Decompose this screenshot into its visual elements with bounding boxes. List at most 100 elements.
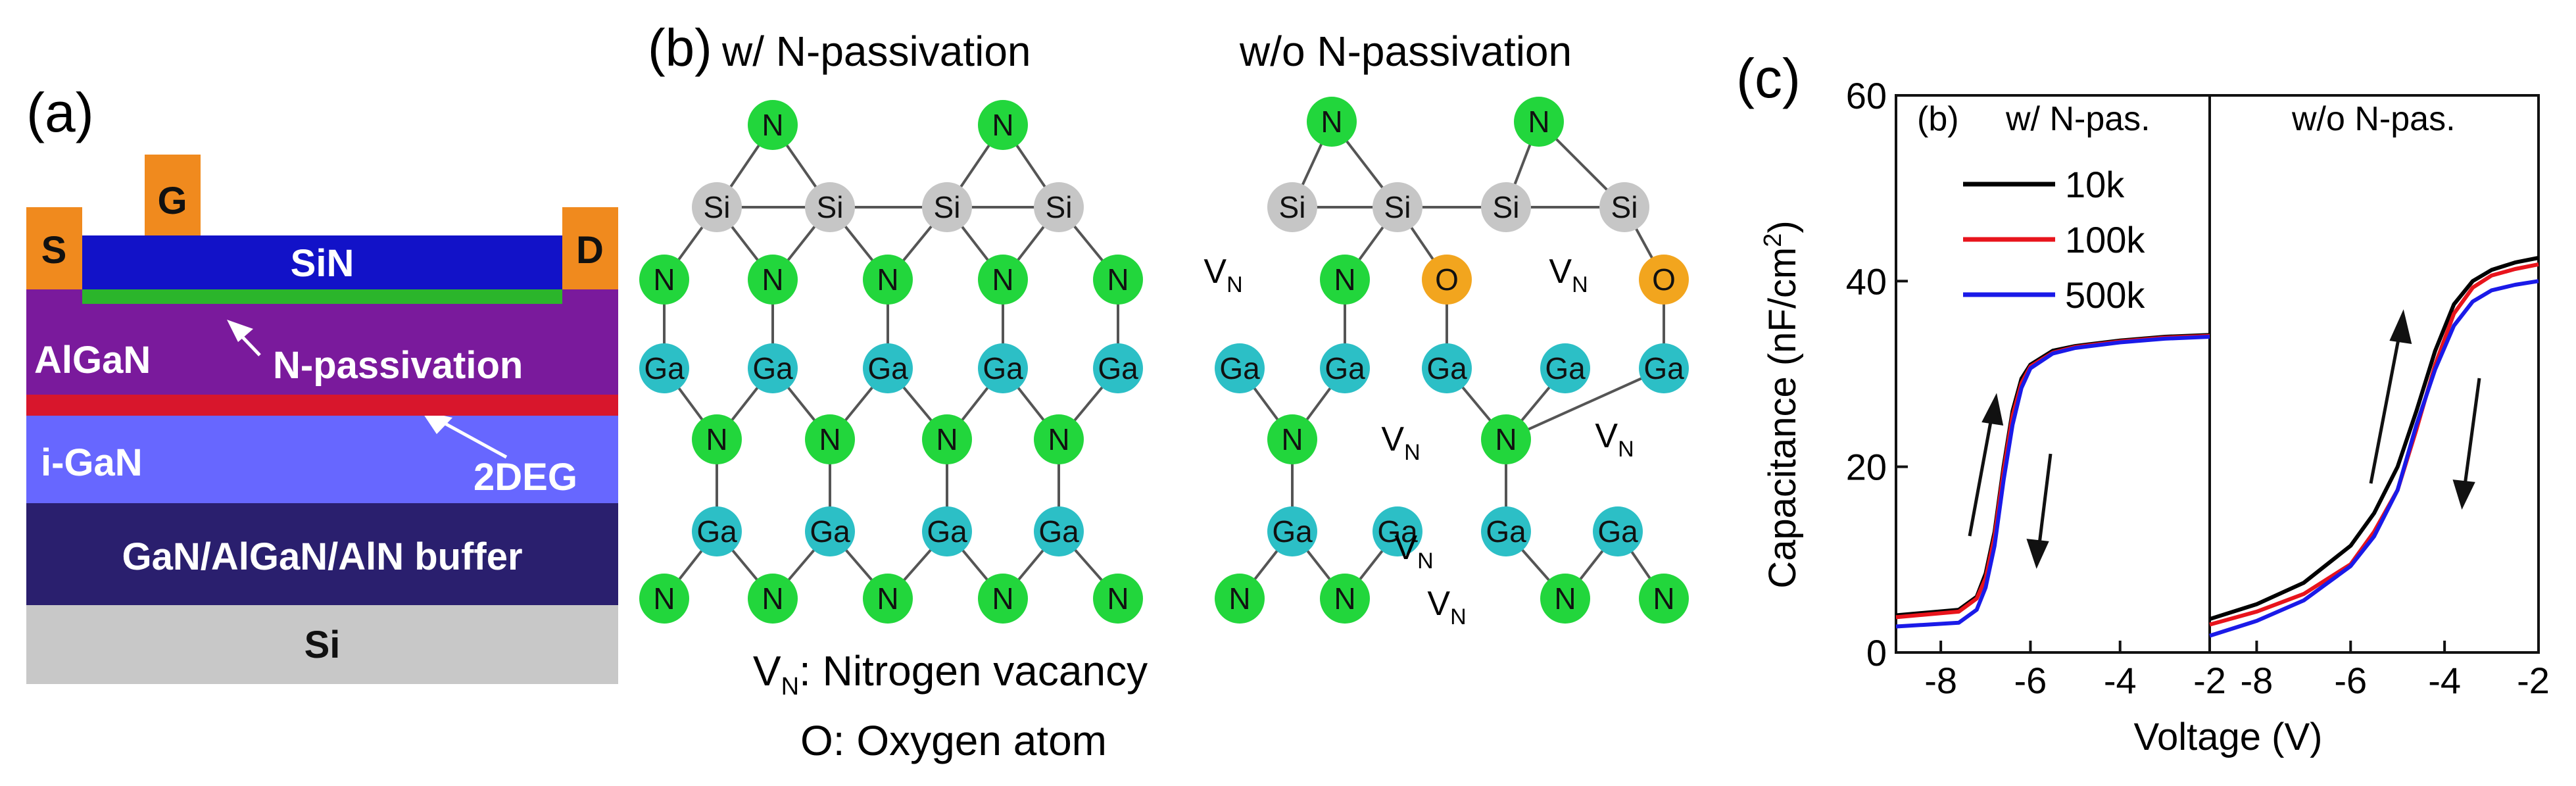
gallium-atom-label: Ga xyxy=(1219,351,1260,385)
arrow-up-right-line xyxy=(2369,328,2402,484)
x-tick-label: -2 xyxy=(2193,660,2226,701)
n-passivation-label: N-passivation xyxy=(273,344,523,387)
plot-frame xyxy=(1895,94,2211,654)
nitrogen-atom: N xyxy=(863,574,913,624)
gallium-atom-circle xyxy=(1422,343,1472,393)
gallium-atom-label: Ga xyxy=(1098,351,1138,385)
panel-b-lattice: (b) w/ N-passivation w/o N-passivation N… xyxy=(639,18,1689,764)
nitrogen-atom: N xyxy=(1540,574,1590,624)
panel-b-label: (b) xyxy=(648,18,712,77)
nitrogen-atom: N xyxy=(978,100,1028,150)
silicon-atom: Si xyxy=(1034,182,1084,232)
nitrogen-atom: N xyxy=(863,255,913,305)
nitrogen-atom-label: N xyxy=(1334,262,1355,297)
nitrogen-atom: N xyxy=(748,574,798,624)
silicon-atom: Si xyxy=(922,182,972,232)
oxygen-atom-circle xyxy=(1422,255,1472,305)
twodeg-arrowhead xyxy=(421,410,452,434)
nitrogen-atom-label: N xyxy=(762,108,783,142)
gallium-atom-label: Ga xyxy=(696,514,737,549)
gallium-atom-label: Ga xyxy=(1426,351,1467,385)
panel-b-title-left: w/ N-passivation xyxy=(721,28,1031,75)
twodeg-label: 2DEG xyxy=(474,456,577,499)
nitrogen-atom: N xyxy=(805,414,855,464)
silicon-atom-circle xyxy=(1267,182,1317,232)
algan-label: AlGaN xyxy=(34,339,151,381)
nitrogen-atom-circle xyxy=(1639,574,1689,624)
left-plot-title: w/ N-pas. xyxy=(2005,100,2151,138)
nitrogen-atom-label: N xyxy=(653,262,675,297)
nitrogen-atom: N xyxy=(692,414,742,464)
nitrogen-atom: N xyxy=(1034,414,1084,464)
gallium-atom: Ga xyxy=(1267,506,1317,556)
nitrogen-vacancy-label: VN xyxy=(1203,253,1242,297)
y-tick-label: 40 xyxy=(1846,260,1887,302)
gallium-atom: Ga xyxy=(748,343,798,393)
nitrogen-atom-circle xyxy=(978,100,1028,150)
nitrogen-atom-circle xyxy=(1540,574,1590,624)
buffer-layer xyxy=(26,503,618,605)
nitrogen-atom-label: N xyxy=(1528,105,1549,139)
gallium-atom: Ga xyxy=(1034,506,1084,556)
gallium-atom-circle xyxy=(1481,506,1531,556)
y-axis-label: Capacitance (nF/cm2) xyxy=(1759,220,1804,588)
arrow-down-right-head xyxy=(2452,479,2475,510)
gallium-atom: Ga xyxy=(1481,506,1531,556)
arrow-up-right-head xyxy=(2389,309,2412,345)
legend-label-500k: 500k xyxy=(2065,274,2145,316)
x-tick-label: -8 xyxy=(2241,660,2273,701)
oxygen-atom: O xyxy=(1639,255,1689,305)
nitrogen-atom: N xyxy=(639,574,689,624)
gallium-atom-circle xyxy=(1093,343,1143,393)
inset-label: (b) xyxy=(1917,100,1959,138)
silicon-atom: Si xyxy=(1373,182,1422,232)
gallium-atom-label: Ga xyxy=(1545,351,1586,385)
y-tick-label: 60 xyxy=(1846,75,1887,116)
nitrogen-atom-label: N xyxy=(653,581,675,616)
gallium-atom-circle xyxy=(1320,343,1370,393)
nitrogen-atom: N xyxy=(1481,414,1531,464)
oxygen-atom-label: O xyxy=(1435,262,1459,297)
gallium-atom-circle xyxy=(922,506,972,556)
nitrogen-atom: N xyxy=(978,574,1028,624)
chart-series xyxy=(1895,256,2539,638)
nitrogen-atom-circle xyxy=(639,255,689,305)
si-substrate-label: Si xyxy=(304,624,341,666)
x-tick-label: -4 xyxy=(2104,660,2137,701)
legend-oxygen: O: Oxygen atom xyxy=(800,717,1107,764)
silicon-atom-label: Si xyxy=(1384,190,1411,224)
nitrogen-vacancy-label: VN xyxy=(1381,420,1420,465)
oxygen-atom-label: O xyxy=(1652,262,1676,297)
gallium-atom: Ga xyxy=(1320,343,1370,393)
gallium-atom-circle xyxy=(748,343,798,393)
igan-label: i-GaN xyxy=(41,441,143,484)
y-tick-label: 0 xyxy=(1866,632,1887,674)
arrow-down-right-line xyxy=(2462,378,2481,491)
gallium-atom-label: Ga xyxy=(644,351,685,385)
series-line-10k xyxy=(1895,333,2210,618)
nitrogen-atom: N xyxy=(748,100,798,150)
nitrogen-atom-circle xyxy=(978,255,1028,305)
panel-a-label: (a) xyxy=(26,82,94,143)
nitrogen-atom-label: N xyxy=(1048,422,1069,456)
si-substrate-layer xyxy=(26,605,618,684)
nitrogen-vacancy-label: VN xyxy=(1549,253,1588,297)
nitrogen-atom: N xyxy=(1320,255,1370,305)
nitrogen-atom-circle xyxy=(1514,97,1564,147)
nitrogen-atom-circle xyxy=(863,255,913,305)
gallium-atom-circle xyxy=(1639,343,1689,393)
nitrogen-atom-circle xyxy=(639,574,689,624)
nitrogen-atom-circle xyxy=(748,255,798,305)
nitrogen-atom-label: N xyxy=(706,422,727,456)
gallium-atom-circle xyxy=(805,506,855,556)
drain-label: D xyxy=(576,229,604,272)
nitrogen-atom-label: N xyxy=(877,581,898,616)
algan-layer xyxy=(26,289,618,395)
source-contact xyxy=(26,207,82,289)
sin-layer xyxy=(82,235,562,289)
nitrogen-atom-label: N xyxy=(762,262,783,297)
nitrogen-atom: N xyxy=(1215,574,1265,624)
gallium-atom-label: Ga xyxy=(1038,514,1079,549)
series-line-500k xyxy=(1895,335,2210,629)
